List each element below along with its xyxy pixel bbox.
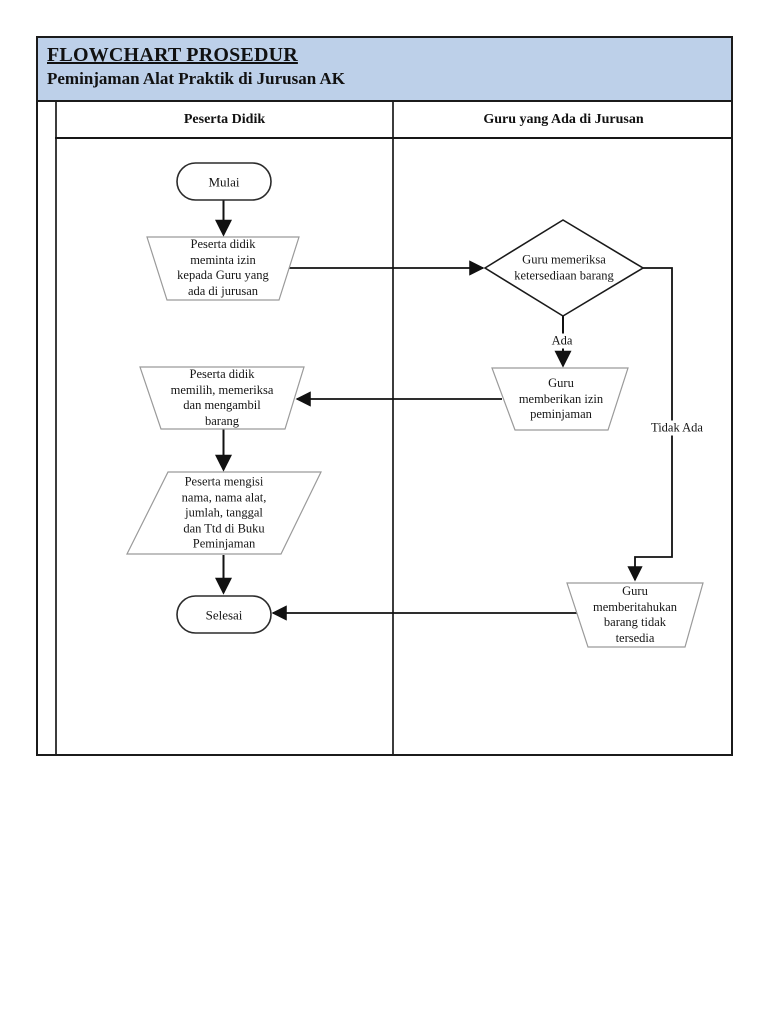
start-label: Mulai [208,174,240,190]
take-label: Peserta didik memilih, memeriksa dan men… [170,367,274,428]
notify-label: Guru memberitahukan barang tidak tersedi… [593,584,677,645]
margin-column-divider [55,102,57,754]
start-terminator-shape [176,162,272,201]
page-subtitle: Peminjaman Alat Praktik di Jurusan AK [47,69,346,88]
check-decision-shape [483,219,645,317]
fillbook-label: Peserta mengisi nama, nama alat, jumlah,… [181,474,267,551]
page-title: FLOWCHART PROSEDUR [47,44,298,66]
take-trapezoid-shape [139,366,305,430]
permit-label: Guru memberikan izin peminjaman [518,375,604,421]
permit-trapezoid-shape [491,367,629,431]
fillbook-parallelogram-shape [126,471,322,555]
edge-label-ada: Ada [548,333,576,349]
end-label: Selesai [205,607,243,623]
edge-label-tidak-ada: Tidak Ada [648,420,706,436]
lane-header-underline [55,137,731,139]
lane-divider [392,102,394,754]
end-terminator-shape [176,595,272,634]
lane-header-peserta-didik: Peserta Didik [183,111,266,127]
lane-header-guru: Guru yang Ada di Jurusan [483,111,644,127]
title-band: FLOWCHART PROSEDUR Peminjaman Alat Prakt… [38,38,731,102]
check-label: Guru memeriksa ketersediaan barang [514,252,614,283]
notify-trapezoid-shape [566,582,704,648]
arrow-check-no-to-notify [627,267,673,582]
request-trapezoid-shape [146,236,300,301]
request-label: Peserta didik meminta izin kepada Guru y… [177,237,269,298]
